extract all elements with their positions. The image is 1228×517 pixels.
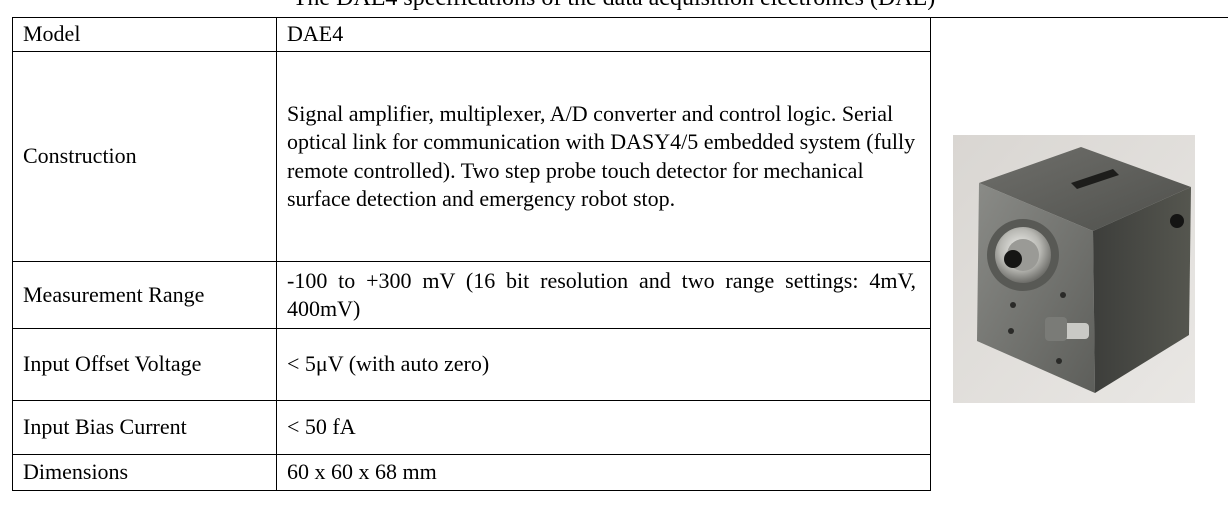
row-label-dimensions: Dimensions	[12, 454, 277, 491]
row-label-model: Model	[12, 17, 277, 52]
table-row: Model DAE4	[12, 17, 931, 52]
row-label-measurement-range: Measurement Range	[12, 261, 277, 329]
figure-cell	[930, 17, 1228, 517]
table-row: Input Bias Current < 50 fA	[12, 400, 931, 455]
row-label-input-bias-current: Input Bias Current	[12, 400, 277, 455]
row-value-construction: Signal amplifier, multiplexer, A/D conve…	[276, 51, 931, 262]
row-label-input-offset-voltage: Input Offset Voltage	[12, 328, 277, 401]
row-value-input-bias-current: < 50 fA	[276, 400, 931, 455]
row-value-input-offset-voltage: < 5μV (with auto zero)	[276, 328, 931, 401]
row-value-measurement-range: -100 to +300 mV (16 bit resolution and t…	[276, 261, 931, 329]
table-row: Dimensions 60 x 60 x 68 mm	[12, 454, 931, 491]
row-value-dimensions: 60 x 60 x 68 mm	[276, 454, 931, 491]
dae4-unit-photo-icon	[953, 135, 1195, 403]
table-row: Input Offset Voltage < 5μV (with auto ze…	[12, 328, 931, 401]
table-row: Measurement Range -100 to +300 mV (16 bi…	[12, 261, 931, 329]
document-caption: The DAE4 specifications of the data acqu…	[0, 0, 1228, 10]
row-value-model: DAE4	[276, 17, 931, 52]
row-label-construction: Construction	[12, 51, 277, 262]
spec-table: Model DAE4 Construction Signal amplifier…	[12, 17, 931, 491]
table-row: Construction Signal amplifier, multiplex…	[12, 51, 931, 262]
